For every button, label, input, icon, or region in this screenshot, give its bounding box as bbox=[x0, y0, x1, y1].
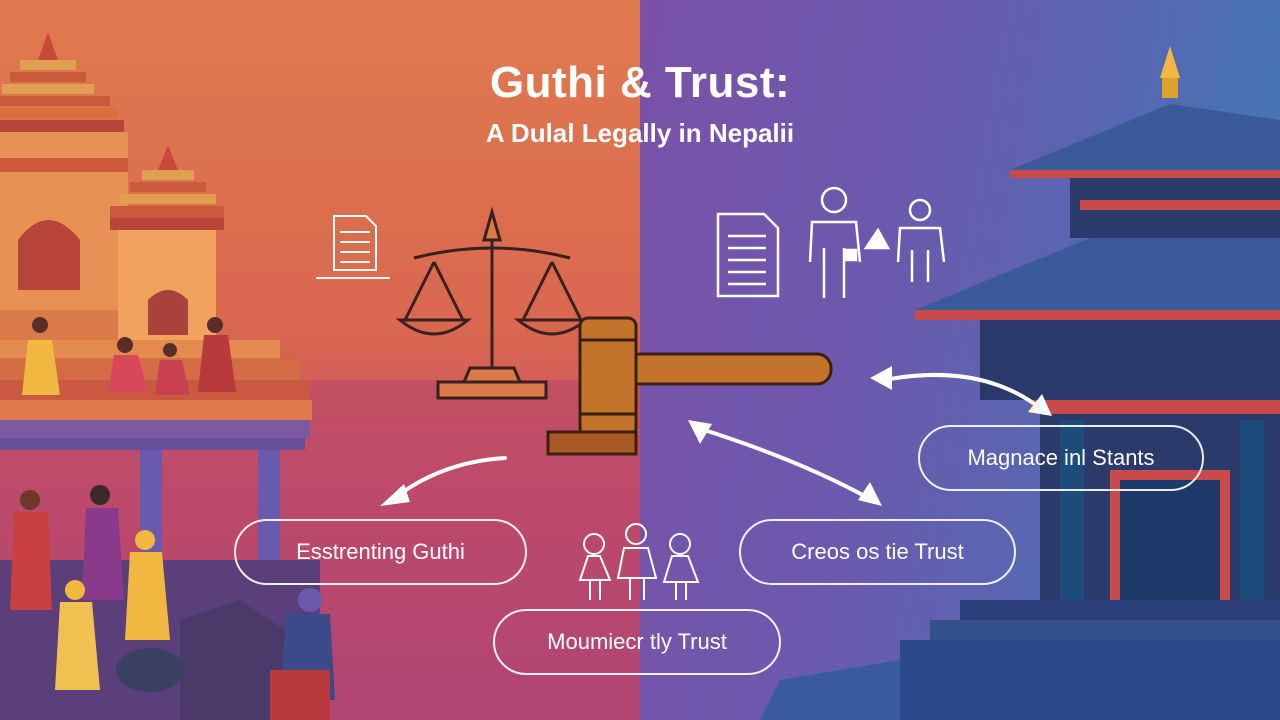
gavel-icon bbox=[546, 316, 833, 456]
management-button[interactable]: Magnace inl Stants bbox=[918, 425, 1204, 491]
scales-icon bbox=[395, 206, 591, 400]
page-title: Guthi & Trust: bbox=[489, 58, 791, 107]
small-temple-icon bbox=[110, 145, 224, 340]
trust-button[interactable]: Moumiecr tly Trust bbox=[493, 609, 781, 675]
crowd-icon bbox=[10, 485, 335, 720]
document-icon bbox=[316, 215, 390, 279]
establishing-guthi-button[interactable]: Esstrenting Guthi bbox=[234, 519, 527, 585]
people-icon bbox=[808, 186, 946, 298]
seated-people-icon bbox=[22, 317, 236, 395]
contract-document-icon bbox=[716, 212, 780, 298]
trust-creation-button[interactable]: Creos os tie Trust bbox=[739, 519, 1016, 585]
arrow-icon bbox=[380, 366, 1052, 506]
pagoda-temple-icon bbox=[760, 46, 1280, 720]
family-icon bbox=[578, 523, 700, 600]
page-subtitle: A Dulal Legally in Nepalii bbox=[485, 118, 795, 148]
